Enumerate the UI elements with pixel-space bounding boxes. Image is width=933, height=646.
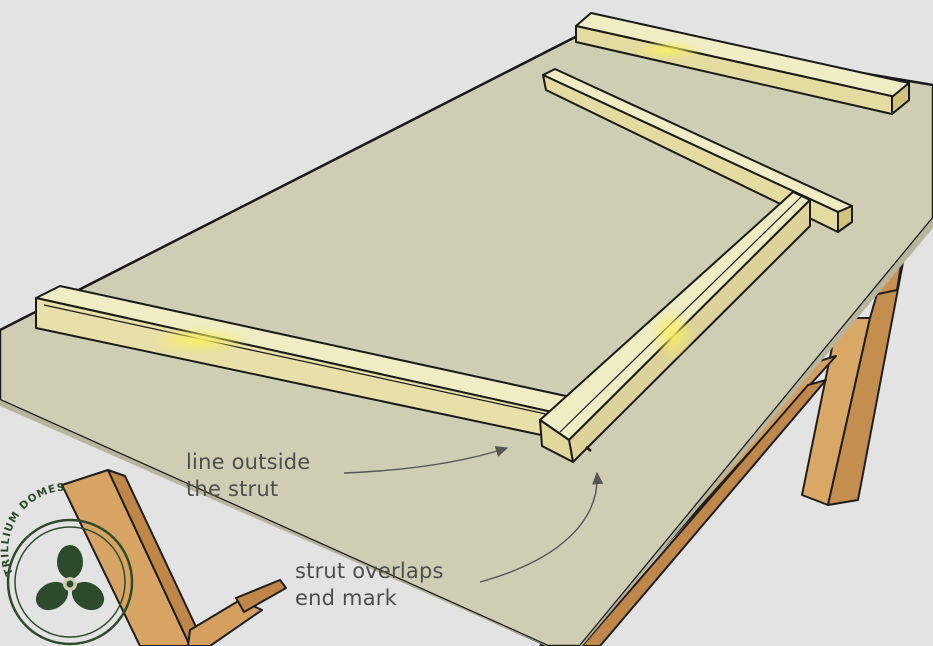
annotation-arrows: [343, 446, 604, 583]
strut-diagonal: [539, 191, 811, 463]
callout-line-outside-line1: line outside: [186, 450, 311, 474]
arrow-strut-overlaps: [479, 471, 604, 583]
callout-strut-overlaps-line1: strut overlaps: [295, 559, 444, 583]
strut-left: [35, 285, 576, 437]
callout-strut-overlaps-line2: end mark: [295, 586, 397, 610]
strut-middle: [542, 68, 853, 233]
strut-far: [575, 12, 910, 115]
callout-line-outside: line outside the strut: [186, 449, 310, 503]
callout-strut-overlaps: strut overlaps end mark: [295, 558, 444, 612]
arrow-line-outside: [343, 446, 509, 474]
callout-line-outside-line2: the strut: [186, 477, 279, 501]
